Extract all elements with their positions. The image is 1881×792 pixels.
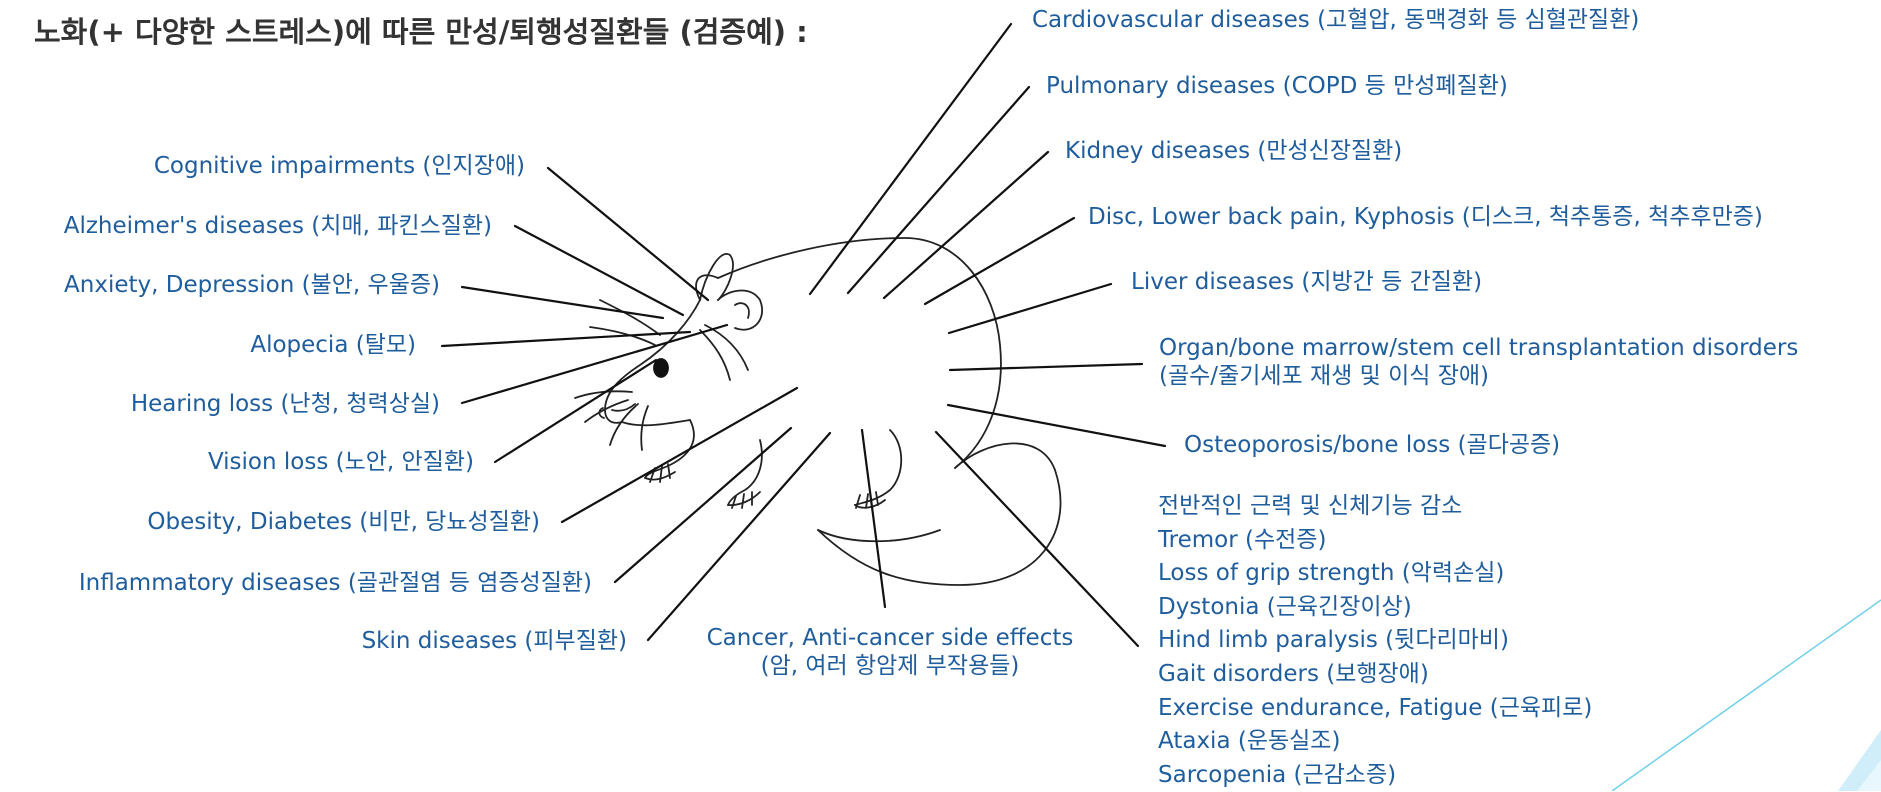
list-item: Ataxia (운동실조) xyxy=(1158,725,1592,759)
list-item: 전반적인 근력 및 신체기능 감소 xyxy=(1158,490,1592,524)
label-anxiety-depression: Anxiety, Depression (불안, 우울증) xyxy=(64,271,440,299)
label-cancer: Cancer, Anti-cancer side effects (암, 여러 … xyxy=(680,624,1100,680)
list-item: Loss of grip strength (악력손실) xyxy=(1158,557,1592,591)
list-item: Sarcopenia (근감소증) xyxy=(1158,759,1592,792)
label-cancer-line1: Cancer, Anti-cancer side effects xyxy=(680,624,1100,652)
list-item: Dystonia (근육긴장이상) xyxy=(1158,591,1592,625)
label-liver-diseases: Liver diseases (지방간 등 간질환) xyxy=(1131,268,1482,296)
label-obesity-diabetes: Obesity, Diabetes (비만, 당뇨성질환) xyxy=(147,508,540,536)
label-inflammatory-diseases: Inflammatory diseases (골관절염 등 염증성질환) xyxy=(79,569,592,597)
label-hearing-loss: Hearing loss (난청, 청력상실) xyxy=(131,390,440,418)
muscle-function-list: 전반적인 근력 및 신체기능 감소 Tremor (수전증) Loss of g… xyxy=(1158,490,1592,792)
label-vision-loss: Vision loss (노안, 안질환) xyxy=(208,448,474,476)
list-item: Tremor (수전증) xyxy=(1158,524,1592,558)
list-item: Exercise endurance, Fatigue (근육피로) xyxy=(1158,692,1592,726)
page-title: 노화(+ 다양한 스트레스)에 따른 만성/퇴행성질환들 (검증예) : xyxy=(34,14,808,50)
label-cognitive-impairments: Cognitive impairments (인지장애) xyxy=(154,152,525,180)
leader-lines xyxy=(442,24,1165,646)
label-organ-line2: (골수/줄기세포 재생 및 이식 장애) xyxy=(1159,362,1798,390)
label-alzheimers-diseases: Alzheimer's diseases (치매, 파킨스질환) xyxy=(64,212,492,240)
corner-accent-decoration xyxy=(1612,600,1881,791)
label-kidney-diseases: Kidney diseases (만성신장질환) xyxy=(1065,137,1402,165)
list-item: Hind limb paralysis (뒷다리마비) xyxy=(1158,624,1592,658)
label-organ-line1: Organ/bone marrow/stem cell transplantat… xyxy=(1159,334,1798,362)
label-disc-back-pain: Disc, Lower back pain, Kyphosis (디스크, 척추… xyxy=(1088,203,1763,231)
label-pulmonary-diseases: Pulmonary diseases (COPD 등 만성폐질환) xyxy=(1046,72,1508,100)
label-skin-diseases: Skin diseases (피부질환) xyxy=(362,627,627,655)
label-organ-transplantation: Organ/bone marrow/stem cell transplantat… xyxy=(1159,334,1798,390)
label-cardiovascular-diseases: Cardiovascular diseases (고혈압, 동맥경화 등 심혈관… xyxy=(1032,6,1639,34)
list-item: Gait disorders (보행장애) xyxy=(1158,658,1592,692)
label-cancer-line2: (암, 여러 항암제 부작용들) xyxy=(680,652,1100,680)
label-alopecia: Alopecia (탈모) xyxy=(250,331,416,359)
label-osteoporosis: Osteoporosis/bone loss (골다공증) xyxy=(1184,431,1560,459)
